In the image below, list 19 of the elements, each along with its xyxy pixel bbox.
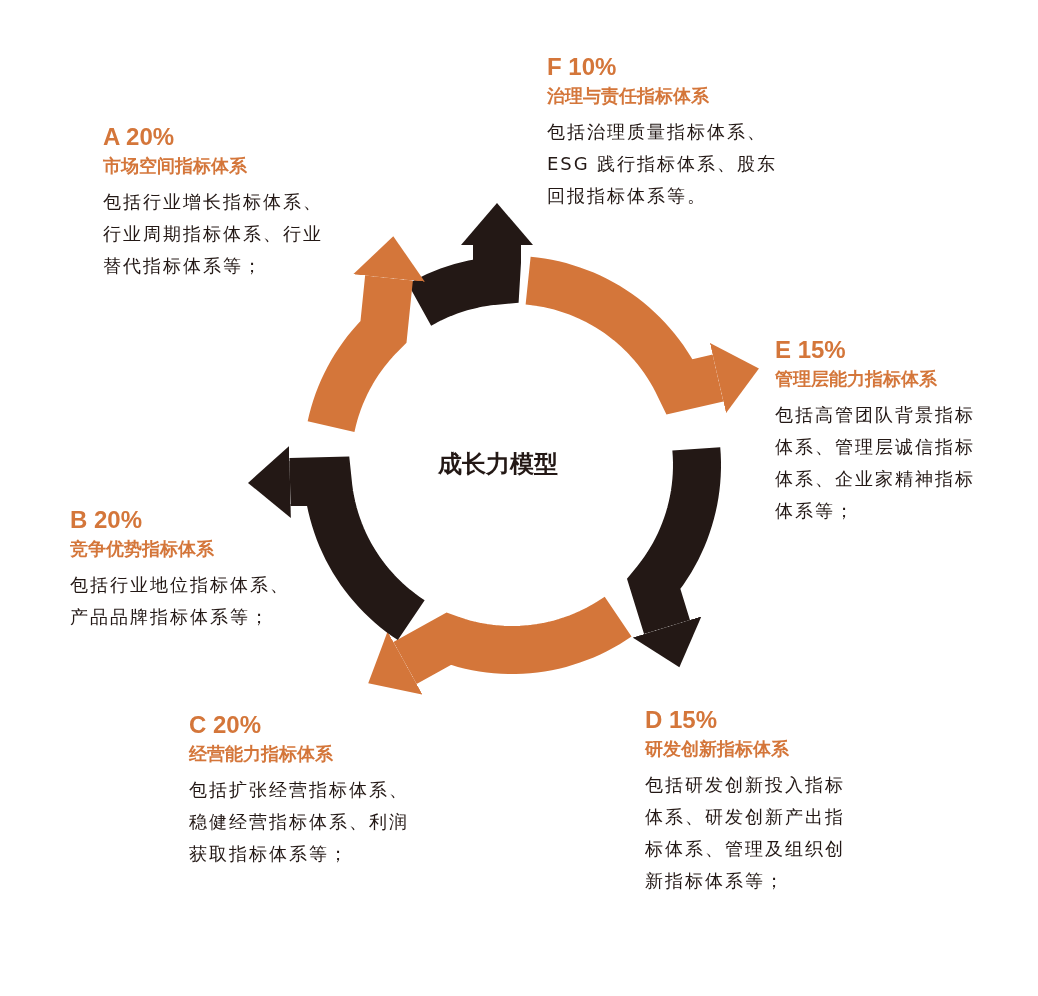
description-text: 包括高管团队背景指标体系、管理层诚信指标体系、企业家精神指标体系等； — [775, 403, 976, 523]
category-title: 研发创新指标体系 — [645, 737, 790, 761]
percentage-heading: E 15% — [775, 335, 847, 365]
description-text: 包括行业增长指标体系、行业周期指标体系、行业替代指标体系等； — [103, 190, 324, 278]
percentage-heading: A 20% — [103, 122, 176, 152]
percentage-heading: D 15% — [645, 705, 719, 735]
model-title: 成长力模型 — [438, 448, 558, 480]
description-text: 包括行业地位指标体系、产品品牌指标体系等； — [70, 573, 291, 629]
category-title: 治理与责任指标体系 — [547, 84, 710, 108]
percentage-heading: F 10% — [547, 52, 618, 82]
category-title: 竞争优势指标体系 — [70, 537, 215, 561]
category-title: 市场空间指标体系 — [103, 154, 248, 178]
percentage-heading: C 20% — [189, 710, 263, 740]
description-text: 包括扩张经营指标体系、稳健经营指标体系、利润获取指标体系等； — [189, 778, 410, 866]
category-title: 经营能力指标体系 — [189, 742, 334, 766]
percentage-heading: B 20% — [70, 505, 144, 535]
description-text: 包括研发创新投入指标体系、研发创新产出指标体系、管理及组织创新指标体系等； — [645, 773, 846, 893]
category-title: 管理层能力指标体系 — [775, 367, 938, 391]
description-text: 包括治理质量指标体系、ESG 践行指标体系、股东回报指标体系等。 — [547, 120, 779, 208]
